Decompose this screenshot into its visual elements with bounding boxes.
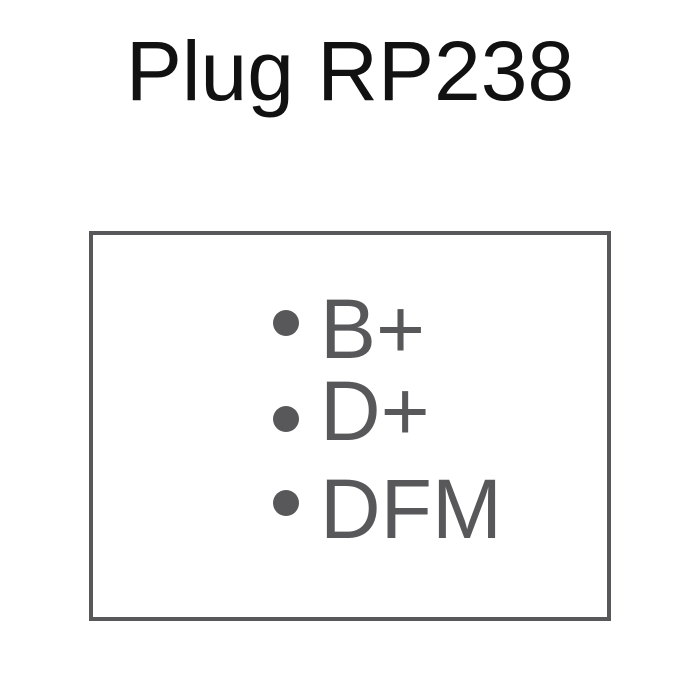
pin-label-b-plus: B+ <box>320 282 425 376</box>
pin-label-d-plus: D+ <box>320 364 430 458</box>
bullet-icon <box>273 406 299 432</box>
diagram-title: Plug RP238 <box>126 24 574 118</box>
plug-outline <box>89 231 611 621</box>
pin-label-dfm: DFM <box>320 462 502 556</box>
bullet-icon <box>273 490 299 516</box>
pin-list: B+ D+ DFM <box>273 282 502 556</box>
bullet-icon <box>273 310 299 336</box>
